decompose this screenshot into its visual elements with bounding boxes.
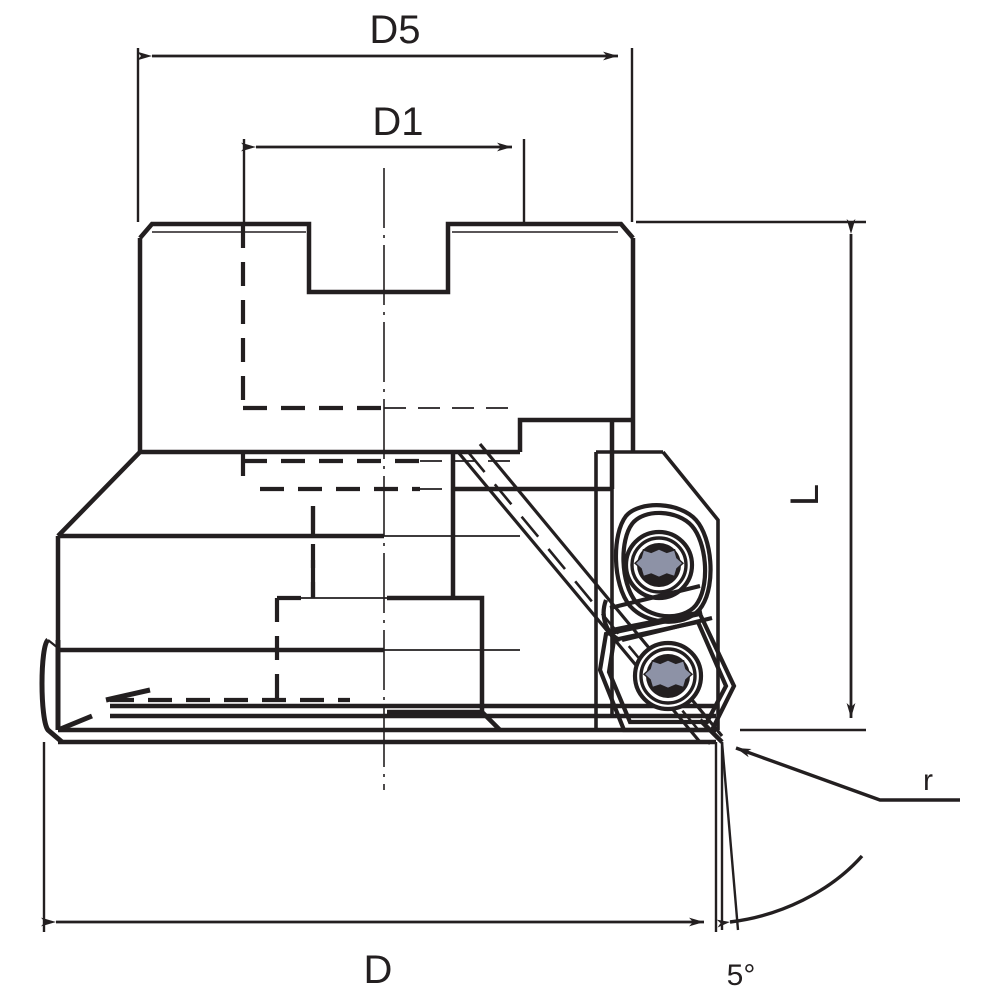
upper-insert bbox=[613, 503, 713, 624]
dimension-label-l: L bbox=[783, 484, 827, 506]
dimension-label-d: D bbox=[364, 948, 393, 992]
body-step-lines bbox=[140, 417, 633, 492]
dimension-label-r: r bbox=[923, 764, 933, 797]
insert-seat-pocket bbox=[594, 450, 720, 730]
hidden-lines-thin bbox=[384, 407, 520, 490]
dimension-label-5deg: 5° bbox=[727, 959, 756, 992]
dimension-r-leader: r bbox=[735, 746, 960, 802]
dimension-angle-5deg: 5° bbox=[716, 741, 864, 992]
hidden-lines bbox=[110, 224, 420, 703]
dimension-label-d5: D5 bbox=[369, 8, 420, 52]
dimension-d1: D1 bbox=[241, 100, 526, 222]
left-insert-thin bbox=[47, 639, 59, 649]
dimension-label-d1: D1 bbox=[372, 100, 423, 144]
dimension-l: L bbox=[636, 219, 866, 732]
corner-radius-tip bbox=[698, 718, 724, 744]
angle-clearance-line bbox=[720, 741, 740, 931]
lower-torx-screw[interactable] bbox=[632, 640, 704, 712]
mid-body-lines bbox=[58, 533, 384, 653]
top-face-inner-line bbox=[152, 223, 621, 233]
left-insert-edge bbox=[39, 638, 151, 744]
upper-torx-screw[interactable] bbox=[623, 529, 695, 601]
dimension-d: D bbox=[41, 742, 718, 992]
r-leader-line bbox=[735, 746, 960, 802]
angle-arc bbox=[716, 854, 864, 928]
dimension-d5: D5 bbox=[136, 8, 634, 222]
insert-clamp-arms bbox=[601, 583, 713, 643]
